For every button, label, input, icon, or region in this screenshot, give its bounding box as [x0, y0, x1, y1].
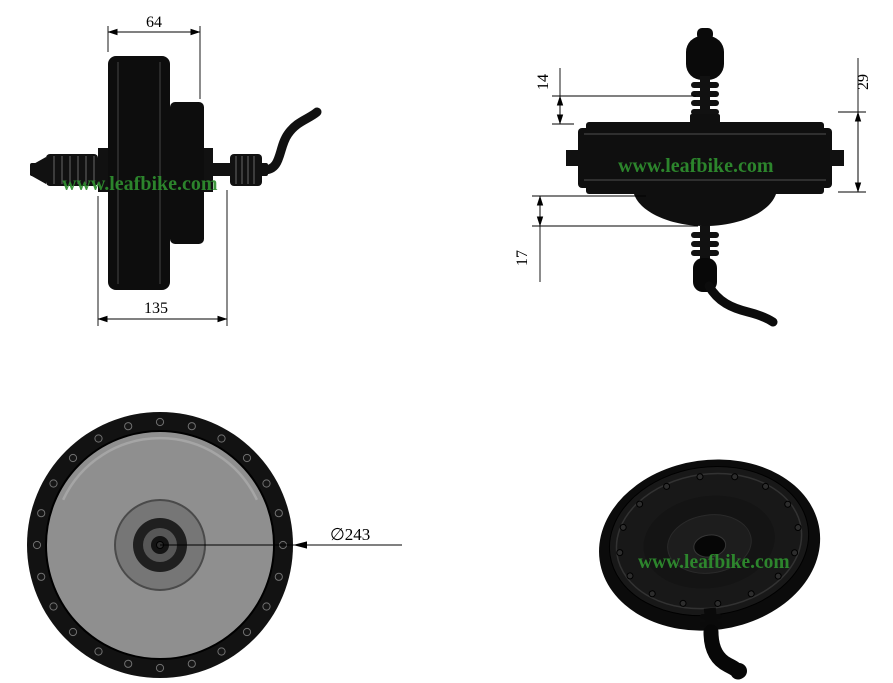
side-cover-step [170, 102, 204, 244]
dim-label-diameter: ∅243 [330, 525, 370, 544]
cable-connector-top [686, 36, 724, 80]
bottom-cover-dish [634, 194, 776, 226]
locknut-ridges [235, 156, 255, 184]
side-view-motor [30, 56, 322, 290]
dim-label-17: 17 [514, 250, 531, 266]
right-washer [204, 148, 213, 192]
dim-135-group: 135 [97, 190, 228, 326]
power-cable [259, 107, 322, 175]
freewheel-ridges [53, 156, 95, 184]
dim-label-14: 14 [535, 74, 552, 90]
iso-axle-end [693, 534, 727, 558]
motor-body-profile [108, 56, 170, 290]
dim-diameter-group: ∅243 [160, 525, 402, 549]
freewheel-threads [46, 154, 98, 186]
dim-29-group: 29 [838, 58, 872, 193]
left-locknut [98, 148, 108, 192]
right-axle-stub [830, 150, 844, 166]
bottom-spring-coils [691, 232, 719, 256]
power-cable-bottom [704, 281, 778, 327]
iso-motor-body [599, 459, 821, 631]
motor-body [578, 128, 832, 188]
body-bottom-plate [586, 184, 824, 194]
dim-64-group: 64 [107, 14, 201, 99]
iso-bolts [616, 473, 802, 607]
watermark-axial-view: www.leafbike.com [618, 155, 774, 177]
diameter-arrowhead [293, 541, 307, 549]
front-view-drawing: ∅243 [27, 412, 402, 678]
top-spring-coils [691, 82, 719, 115]
cover-highlight [61, 437, 259, 501]
iso-connector-tip [731, 663, 747, 679]
axle-cone-end [30, 157, 46, 184]
axial-view-drawing: 14 29 17 www.leafbike.com [514, 28, 872, 327]
iso-view-drawing: www.leafbike.com [599, 459, 821, 680]
spoke-holes [32, 417, 288, 673]
side-view-drawing: 64 135 www.leafbike.com [30, 14, 322, 326]
dim-label-64: 64 [146, 14, 162, 31]
watermark-side-view: www.leafbike.com [62, 173, 218, 195]
dim-14-group: 14 [535, 68, 696, 125]
dim-label-135: 135 [144, 300, 168, 317]
iso-rib-1 [700, 614, 722, 619]
watermark-iso-view: www.leafbike.com [638, 552, 790, 573]
iso-bottom-axle [700, 607, 747, 680]
axial-view-motor [566, 28, 844, 327]
dim-17-group: 17 [514, 195, 698, 282]
dim-label-29: 29 [855, 74, 872, 90]
left-axle-stub [566, 150, 580, 166]
right-locknut [230, 154, 262, 186]
